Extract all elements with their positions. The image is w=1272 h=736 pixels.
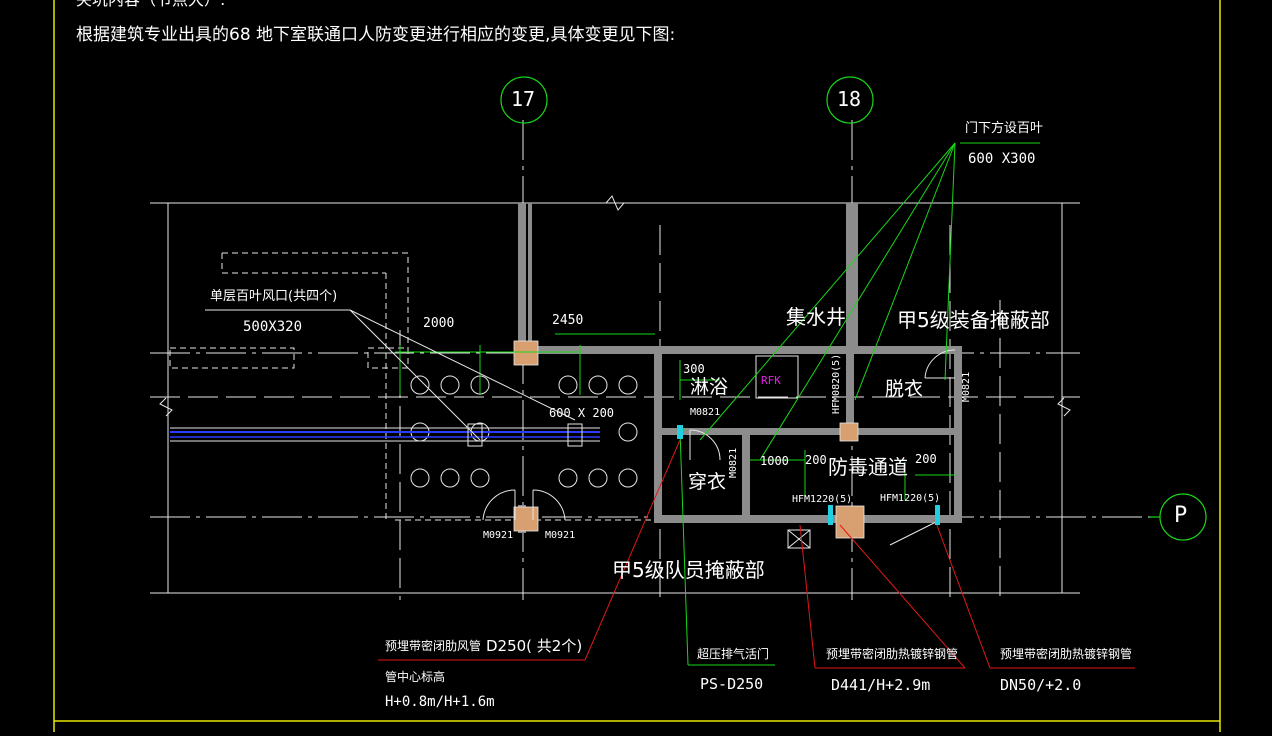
door-m0821-b: M0821	[728, 447, 739, 478]
dim-200-b: 200	[915, 452, 937, 466]
room-sump: 集水井	[786, 305, 846, 329]
axis-18-label: 18	[837, 87, 862, 111]
grid-lines	[150, 120, 1150, 600]
door-m0921-b: M0921	[545, 530, 576, 541]
door-hfm0820: HFM0820(5)	[831, 353, 842, 414]
axis-bubbles	[500, 76, 1207, 541]
walls	[518, 203, 962, 533]
note-pipe2-title: 预埋带密闭肋热镀锌钢管	[1000, 647, 1133, 661]
duct-lines	[170, 423, 600, 447]
room-personnel-shelter: 甲5级队员掩蔽部	[612, 558, 765, 582]
note-pipe2-size: DN50/+2.0	[1000, 676, 1082, 694]
door-m0821-c: M0821	[961, 371, 972, 402]
dim-2450: 2450	[552, 313, 584, 328]
room-shower: 淋浴	[690, 376, 729, 398]
axis-17-label: 17	[511, 87, 536, 111]
rfk-label: RFK	[761, 374, 781, 387]
room-undress: 脱衣	[885, 378, 924, 400]
columns	[513, 340, 865, 539]
room-dress: 穿衣	[688, 471, 727, 493]
note-louver-size: 500X320	[243, 319, 303, 335]
dim-1000: 1000	[760, 454, 789, 468]
dim-600x200: 600 X 200	[549, 406, 615, 420]
axis-p-label: P	[1174, 503, 1188, 528]
door-m0921-a: M0921	[483, 530, 514, 541]
valve-marks	[677, 425, 940, 525]
dim-300: 300	[683, 362, 705, 376]
note-relief-size: PS-D250	[700, 675, 764, 693]
door-hfm1220-b: HFM1220(5)	[880, 493, 941, 504]
louver-leaders	[205, 309, 576, 441]
note-duct-size: D250( 共2个)	[486, 637, 583, 655]
room-equipment-shelter: 甲5级装备掩蔽部	[897, 308, 1050, 332]
note-duct-center: 管中心标高	[385, 670, 446, 684]
note-duct-title: 预埋带密闭肋风管	[385, 639, 482, 653]
dim-200-a: 200	[805, 453, 827, 467]
green-leaders	[395, 142, 1040, 666]
note-pipe1-size: D441/H+2.9m	[831, 676, 931, 694]
note-duct-elev: H+0.8m/H+1.6m	[385, 694, 495, 710]
red-leaders	[378, 439, 1135, 669]
note-relief-title: 超压排气活门	[697, 647, 770, 661]
header-top-cut: 夹坑内容（节点大）:	[76, 0, 225, 8]
dim-2000: 2000	[423, 316, 455, 331]
header-description: 根据建筑专业出具的68 地下室联通口人防变更进行相应的变更,具体变更见下图:	[76, 25, 676, 45]
note-pipe1-title: 预埋带密闭肋热镀锌钢管	[826, 647, 959, 661]
note-door-louver-size: 600 X300	[968, 151, 1036, 167]
door-m0821-a: M0821	[690, 407, 721, 418]
room-gas-corridor: 防毒通道	[828, 455, 908, 479]
note-louver-title: 单层百叶风口(共四个)	[210, 289, 338, 304]
sheet-frame	[53, 0, 1221, 732]
door-swings	[482, 349, 956, 549]
door-hfm1220-a: HFM1220(5)	[792, 494, 853, 505]
note-door-louver-title: 门下方设百叶	[965, 121, 1044, 136]
